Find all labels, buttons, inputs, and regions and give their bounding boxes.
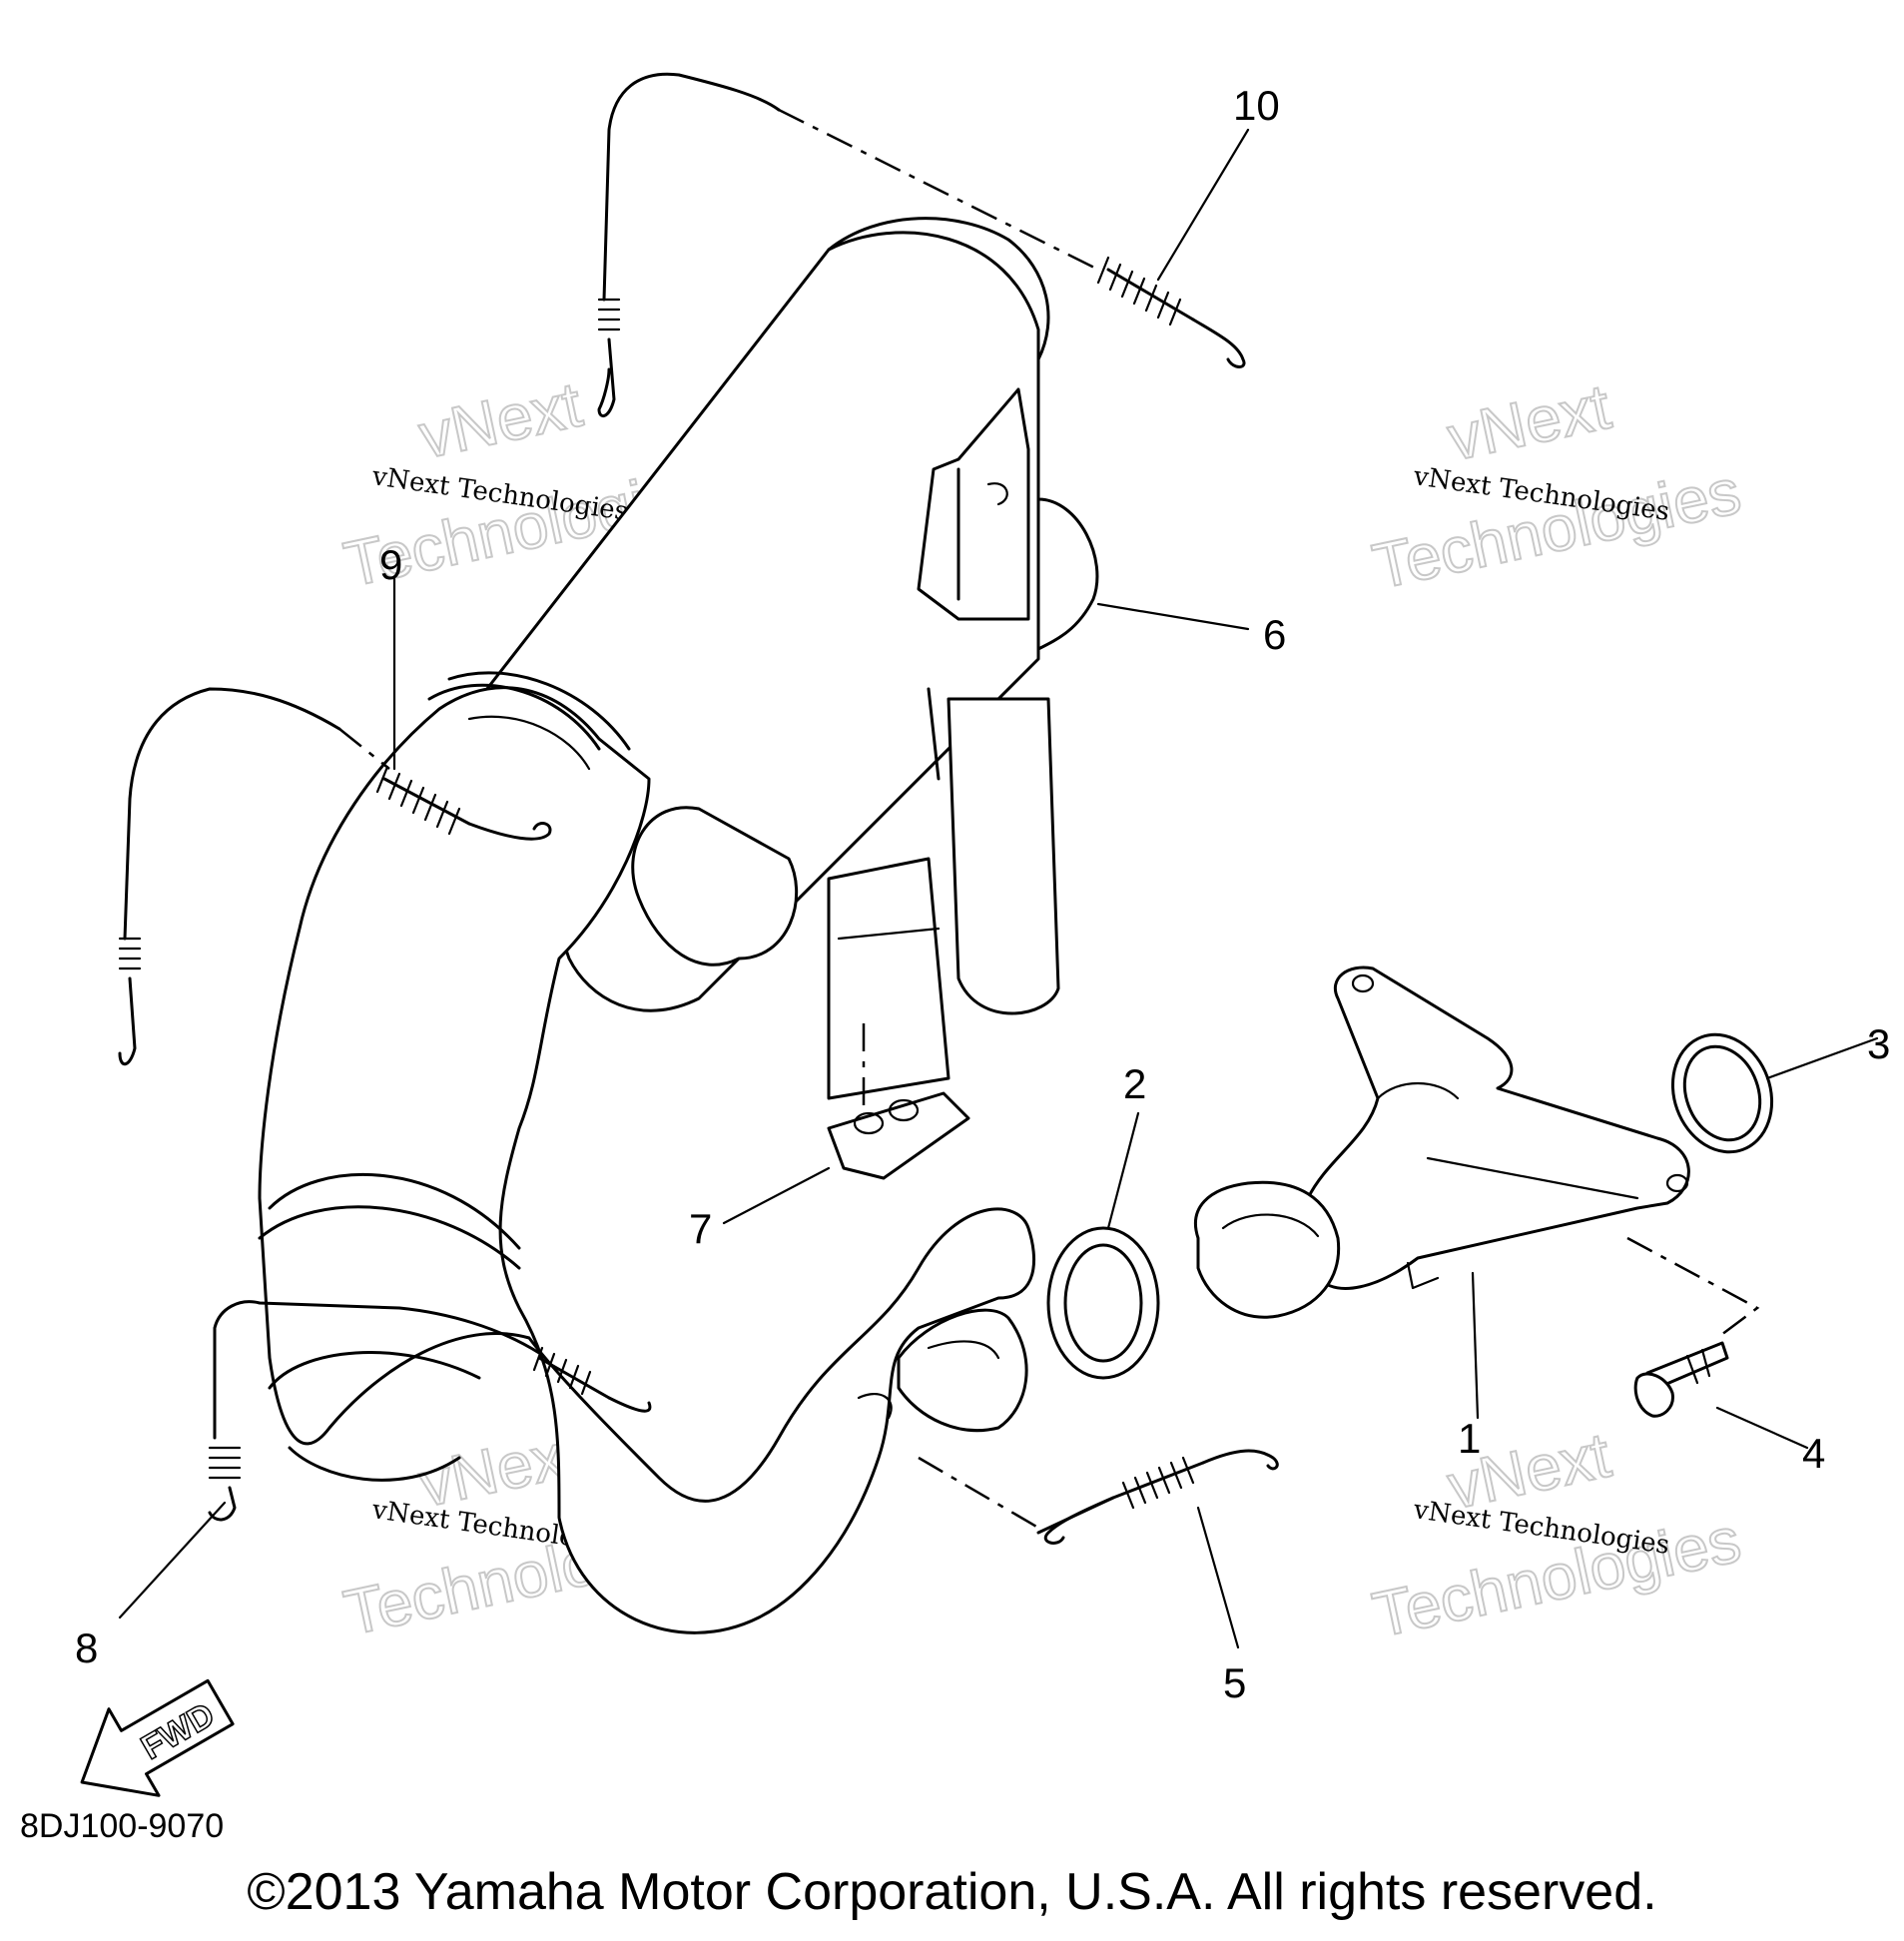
manifold-part-1	[1193, 966, 1690, 1319]
spring-part-5	[1036, 1449, 1279, 1545]
callout-10: 10	[1233, 82, 1280, 129]
spring-part-9	[375, 765, 552, 841]
copyright-notice: ©2013 Yamaha Motor Corporation, U.S.A. A…	[247, 1863, 1657, 1921]
leader-lines	[118, 128, 1879, 1649]
connector-5	[918, 1456, 1039, 1530]
callout-5: 5	[1223, 1659, 1246, 1706]
muffler-part-6	[477, 217, 1099, 1100]
callout-8: 8	[75, 1624, 98, 1671]
bolt-part-4	[1633, 1341, 1729, 1418]
spring-part-8-upper	[532, 1346, 652, 1413]
gasket-part-2	[1046, 1226, 1160, 1380]
damper-part-7	[827, 1091, 970, 1180]
watermark-top-right: vNext Technologies	[1366, 369, 1747, 604]
exhaust-pipe	[258, 671, 1035, 1634]
callout-4: 4	[1802, 1430, 1825, 1477]
connector-4	[1626, 1236, 1760, 1339]
callout-3: 3	[1867, 1020, 1890, 1067]
oring-part-3	[1670, 1032, 1774, 1154]
hook-wire-top	[597, 72, 1099, 417]
spring-part-10	[1096, 256, 1246, 368]
callout-2: 2	[1123, 1060, 1146, 1107]
hook-wire-left	[118, 687, 390, 1066]
diagram-code: 8DJ100-9070	[20, 1807, 225, 1845]
callout-1: 1	[1458, 1415, 1481, 1462]
svg-text:vNext: vNext	[1442, 370, 1616, 474]
svg-text:vNext: vNext	[413, 368, 588, 472]
callout-7: 7	[689, 1205, 712, 1252]
callout-6: 6	[1263, 611, 1286, 658]
callout-9: 9	[379, 541, 402, 588]
fwd-arrow-icon: FWD	[80, 1678, 235, 1797]
